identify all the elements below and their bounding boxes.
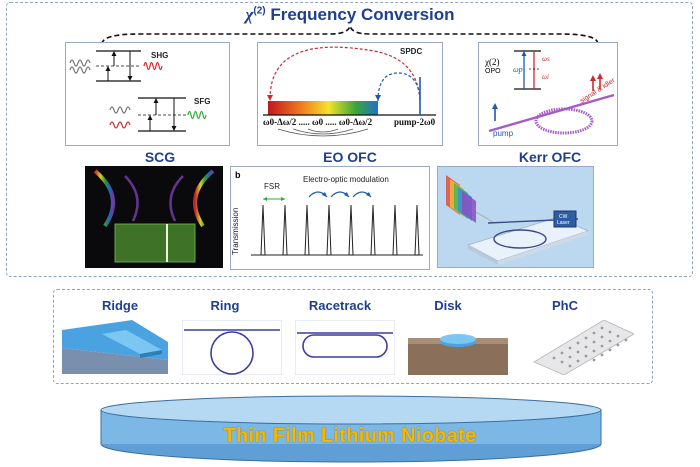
opo-chi-label: χ(2) <box>485 57 500 67</box>
pump-label: pump <box>493 129 514 138</box>
kerr-laser-label: Laser <box>557 220 570 226</box>
kerr-cw-label: CW <box>559 214 568 220</box>
title-chi: χ <box>245 5 254 24</box>
frequency-conversion-frame <box>6 2 693 277</box>
spdc-axis-left: ω0-Δω/2 ..... ω0 ..... ω0-Δω/2 <box>263 117 373 127</box>
structure-label-ridge: Ridge <box>101 298 139 313</box>
opo-diagram <box>488 50 615 135</box>
omega-s-label: ωs <box>542 55 550 63</box>
shg-sfg-diagram <box>69 50 207 132</box>
eo-ofc-label: EO OFC <box>323 149 377 165</box>
kerr-ofc-panel: CW Laser <box>437 166 594 268</box>
photonic-crystal-image <box>533 320 634 375</box>
structure-label-ring: Ring <box>210 298 240 313</box>
transmission-label: Transmission <box>231 207 240 255</box>
kerr-ofc-graphic <box>446 175 590 265</box>
fsr-label: FSR <box>264 182 280 191</box>
eo-modulation-label: Electro-optic modulation <box>303 175 389 184</box>
scg-photo <box>85 166 223 268</box>
sfg-label: SFG <box>194 97 211 106</box>
structure-label-racetrack: Racetrack <box>308 298 372 313</box>
eo-ofc-panel: b Electro-optic modulation FSR Transmiss… <box>230 166 430 270</box>
platform-label: Thin Film Lithium Niobate <box>223 425 477 447</box>
eo-ofc-plot <box>251 191 423 256</box>
spdc-diagram <box>263 46 436 137</box>
page-title: χ(2) Frequency Conversion <box>0 5 700 25</box>
racetrack-resonator-image <box>295 320 395 375</box>
shg-label: SHG <box>151 51 169 60</box>
scg-label: SCG <box>144 149 176 165</box>
opo-sublabel: OPO <box>485 68 501 75</box>
spdc-panel: SPDC ω0-Δω/2 ..... ω0 ..... ω0-Δω/2 pump… <box>257 42 443 146</box>
title-main: Frequency Conversion <box>265 5 455 24</box>
kerr-ofc-label: Kerr OFC <box>518 149 582 165</box>
omega-p-label: ωp <box>513 65 523 74</box>
scg-photo-graphic <box>93 169 215 263</box>
ring-resonator-image <box>182 320 282 375</box>
opo-panel: χ(2) OPO ωp ωs ωi pump signal & idler <box>478 42 618 146</box>
brace-connector <box>101 25 599 45</box>
structure-label-phc: PhC <box>552 298 578 313</box>
tfln-platform-disc <box>100 395 602 463</box>
eo-panel-letter: b <box>235 170 241 180</box>
ridge-waveguide-image <box>62 320 168 374</box>
disk-resonator-image <box>408 334 508 375</box>
structure-label-disk: Disk <box>434 298 462 313</box>
structures-frame <box>53 289 653 384</box>
shg-sfg-panel: SHG SFG <box>65 42 230 146</box>
spdc-axis-right: pump-2ω0 <box>394 117 436 127</box>
spdc-label: SPDC <box>400 47 423 56</box>
omega-i-label: ωi <box>542 73 549 81</box>
title-superscript: (2) <box>253 5 266 17</box>
